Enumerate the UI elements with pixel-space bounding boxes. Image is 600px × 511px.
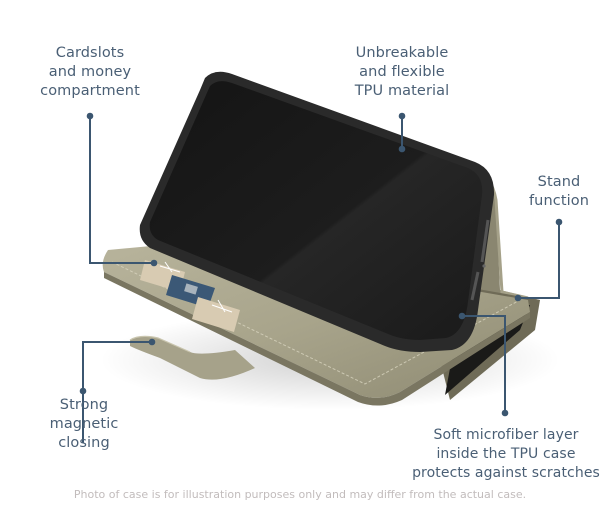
phone-screen [149, 81, 483, 341]
callout-tpu-line-3: TPU material [354, 83, 450, 99]
callout-microfiber-line-3: protects against scratches [412, 465, 600, 481]
card-slots [140, 260, 240, 332]
leader-line-cardslots [89, 116, 154, 264]
callout-microfiber: Soft microfiber layer inside the TPU cas… [408, 426, 600, 483]
callout-magnetic-line-1: Strong [59, 397, 109, 413]
wallet-case [102, 240, 531, 406]
callout-tpu-line-1: Unbreakable [355, 45, 449, 61]
callout-microfiber-line-1: Soft microfiber layer [433, 427, 579, 443]
leader-line-magnetic [82, 341, 152, 443]
callout-microfiber-line-2: inside the TPU case [436, 446, 576, 462]
callout-stand-line-1: Stand [537, 174, 581, 190]
leader-lines [82, 116, 560, 443]
callout-tpu: Unbreakable and flexible TPU material [340, 44, 464, 101]
callout-cardslots-line-2: and money [48, 64, 132, 80]
callout-cardslots-line-1: Cardslots [55, 45, 125, 61]
magnetic-tab [129, 335, 255, 380]
leader-dots [79, 112, 563, 417]
callout-tpu-line-2: and flexible [359, 64, 445, 80]
callout-stand-line-2: function [528, 193, 590, 209]
leader-line-stand [518, 222, 560, 299]
phone [139, 71, 495, 352]
callout-magnetic-line-2: magnetic [49, 416, 119, 432]
disclaimer-text: Photo of case is for illustration purpos… [73, 488, 527, 501]
callout-stand: Stand function [520, 173, 598, 211]
callout-magnetic-line-3: closing [58, 435, 110, 451]
callout-cardslots-line-3: compartment [40, 83, 140, 99]
leader-line-microfiber [462, 315, 506, 413]
callout-cardslots: Cardslots and money compartment [32, 44, 148, 101]
callout-magnetic: Strong magnetic closing [40, 396, 128, 453]
